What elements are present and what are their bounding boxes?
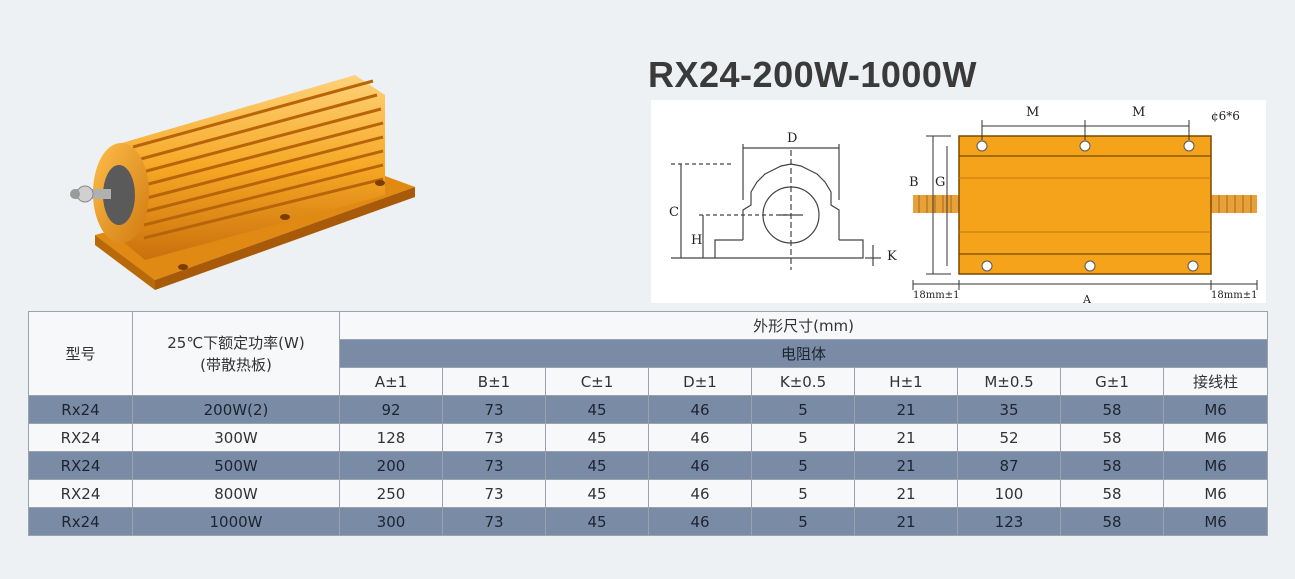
value-cell: 73 bbox=[442, 507, 546, 536]
side-view bbox=[913, 135, 1257, 275]
power-header-line1: 25℃下额定功率(W) bbox=[167, 333, 305, 352]
value-cell: 58 bbox=[1060, 507, 1164, 536]
model-cell: Rx24 bbox=[28, 507, 133, 536]
power-cell: 200W(2) bbox=[132, 395, 340, 424]
value-cell: M6 bbox=[1162, 479, 1269, 508]
value-cell: 45 bbox=[545, 507, 649, 536]
value-cell: 73 bbox=[442, 479, 546, 508]
value-cell: 300 bbox=[339, 507, 443, 536]
value-cell: 5 bbox=[751, 423, 855, 452]
end-view bbox=[671, 144, 881, 270]
label-c: C bbox=[669, 205, 679, 220]
value-cell: 58 bbox=[1060, 423, 1164, 452]
value-cell: 5 bbox=[751, 395, 855, 424]
model-cell: Rx24 bbox=[28, 395, 133, 424]
dimension-drawing: D C H K bbox=[651, 100, 1266, 303]
model-cell: RX24 bbox=[28, 479, 133, 508]
page-title: RX24-200W-1000W bbox=[648, 54, 977, 95]
col-header-c: C±1 bbox=[545, 367, 649, 396]
col-header-d: D±1 bbox=[648, 367, 752, 396]
value-cell: 46 bbox=[648, 507, 752, 536]
value-cell: 5 bbox=[751, 479, 855, 508]
col-header-k: K±0.5 bbox=[751, 367, 855, 396]
product-photo bbox=[70, 75, 415, 290]
label-d: D bbox=[787, 131, 797, 146]
col-header-b: B±1 bbox=[442, 367, 546, 396]
label-h: H bbox=[691, 233, 702, 248]
power-cell: 500W bbox=[132, 451, 340, 480]
value-cell: 21 bbox=[854, 479, 958, 508]
value-cell: 128 bbox=[339, 423, 443, 452]
value-cell: M6 bbox=[1162, 395, 1269, 424]
model-cell: RX24 bbox=[28, 423, 133, 452]
value-cell: 100 bbox=[957, 479, 1061, 508]
value-cell: 58 bbox=[1060, 395, 1164, 424]
value-cell: 5 bbox=[751, 507, 855, 536]
value-cell: 21 bbox=[854, 395, 958, 424]
label-k: K bbox=[887, 249, 897, 264]
value-cell: 73 bbox=[442, 395, 546, 424]
label-hole: ¢6*6 bbox=[1211, 109, 1240, 123]
col-header-a: A±1 bbox=[339, 367, 443, 396]
value-cell: 250 bbox=[339, 479, 443, 508]
value-cell: M6 bbox=[1162, 507, 1269, 536]
value-cell: 45 bbox=[545, 423, 649, 452]
label-m-right: M bbox=[1132, 105, 1145, 120]
value-cell: 58 bbox=[1060, 479, 1164, 508]
value-cell: 45 bbox=[545, 395, 649, 424]
value-cell: 45 bbox=[545, 479, 649, 508]
dimensions-header: 外形尺寸(mm) bbox=[338, 311, 1269, 340]
power-cell: 300W bbox=[132, 423, 340, 452]
power-header: 25℃下额定功率(W) (带散热板) bbox=[132, 311, 340, 396]
body-header: 电阻体 bbox=[338, 339, 1269, 368]
value-cell: 73 bbox=[442, 423, 546, 452]
value-cell: 58 bbox=[1060, 451, 1164, 480]
value-cell: 46 bbox=[648, 479, 752, 508]
col-header-h: H±1 bbox=[854, 367, 958, 396]
value-cell: 21 bbox=[854, 423, 958, 452]
value-cell: 46 bbox=[648, 395, 752, 424]
value-cell: 73 bbox=[442, 451, 546, 480]
label-m-left: M bbox=[1026, 105, 1039, 120]
col-header-m: M±0.5 bbox=[957, 367, 1061, 396]
value-cell: 92 bbox=[339, 395, 443, 424]
power-cell: 1000W bbox=[132, 507, 340, 536]
power-cell: 800W bbox=[132, 479, 340, 508]
value-cell: 35 bbox=[957, 395, 1061, 424]
value-cell: 46 bbox=[648, 423, 752, 452]
spec-table: 型号 25℃下额定功率(W) (带散热板) 外形尺寸(mm) 电阻体 A±1 B… bbox=[28, 311, 1269, 536]
value-cell: 123 bbox=[957, 507, 1061, 536]
value-cell: 5 bbox=[751, 451, 855, 480]
value-cell: 21 bbox=[854, 451, 958, 480]
label-a: A bbox=[1082, 293, 1092, 303]
value-cell: 200 bbox=[339, 451, 443, 480]
value-cell: 46 bbox=[648, 451, 752, 480]
col-header-g: G±1 bbox=[1060, 367, 1164, 396]
value-cell: 21 bbox=[854, 507, 958, 536]
model-header: 型号 bbox=[28, 311, 133, 396]
value-cell: M6 bbox=[1162, 451, 1269, 480]
model-cell: RX24 bbox=[28, 451, 133, 480]
value-cell: 45 bbox=[545, 451, 649, 480]
value-cell: M6 bbox=[1162, 423, 1269, 452]
label-g: G bbox=[935, 175, 945, 190]
value-cell: 52 bbox=[957, 423, 1061, 452]
label-18mm-left: 18mm±1 bbox=[913, 290, 959, 301]
power-header-line2: (带散热板) bbox=[200, 355, 272, 374]
label-b: B bbox=[909, 175, 919, 190]
value-cell: 87 bbox=[957, 451, 1061, 480]
label-18mm-right: 18mm±1 bbox=[1211, 290, 1257, 301]
col-header-terminal: 接线柱 bbox=[1162, 367, 1269, 396]
